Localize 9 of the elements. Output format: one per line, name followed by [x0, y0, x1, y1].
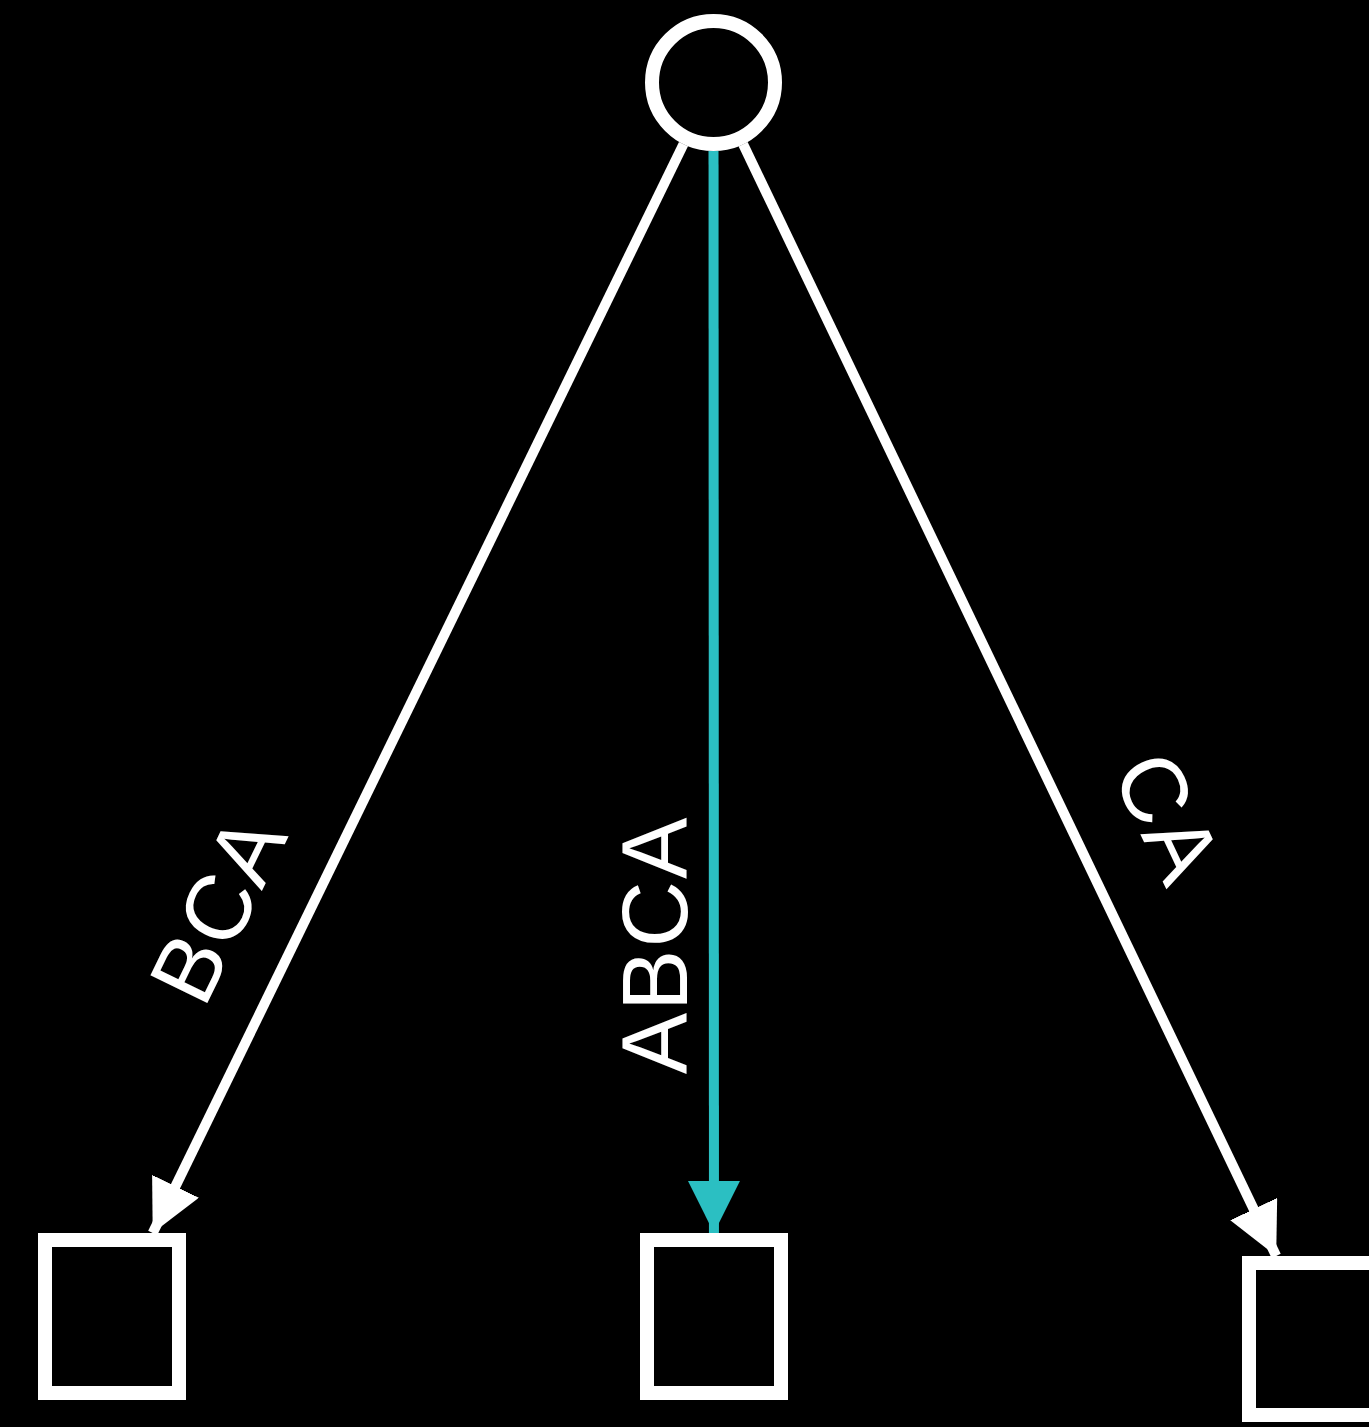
arrow: [687, 151, 740, 1233]
square-node: [640, 1233, 788, 1400]
edge-label: ABCA: [609, 815, 701, 1075]
edge-label: CA: [1098, 738, 1238, 898]
arrow: [148, 141, 688, 1236]
square-node: [1242, 1256, 1369, 1422]
square-node: [38, 1233, 186, 1400]
arrow: [738, 142, 1281, 1259]
edge-label: BCA: [133, 800, 303, 1016]
